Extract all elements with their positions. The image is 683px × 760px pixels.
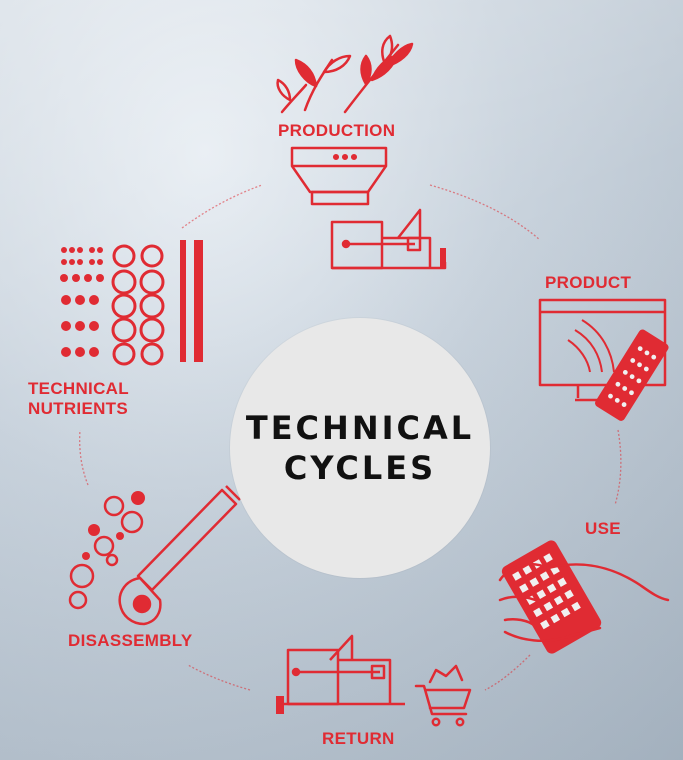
disassembly-parts-icon [68,491,145,610]
return-label: RETURN [322,729,395,748]
technical-nutrients-label-line2: NUTRIENTS [28,399,128,418]
production-label: PRODUCTION [278,121,396,140]
disassembly-label: DISASSEMBLY [68,631,193,650]
center-title-line1: TECHNICAL [245,409,475,447]
product-remote-icon [595,329,669,421]
center-title-line2: CYCLES [283,449,437,487]
return-cart-icon [414,664,472,727]
use-label: USE [585,519,621,538]
connector-return-disassembly [187,664,251,691]
product-tv-icon [538,298,667,402]
connector-use-return [484,654,531,691]
return-machine-icon [276,634,405,714]
center-circle: TECHNICAL CYCLES [230,318,490,578]
disassembly-wrench-icon [118,485,241,626]
product-label: PRODUCT [545,273,632,292]
connector-product-use [614,429,622,506]
use-hand-remote-icon [498,540,670,654]
cycle-connectors [79,184,622,691]
connector-disassembly-nutrients [79,429,89,486]
production-plant-icon [276,34,414,114]
technical-nutrients-grid-icon [60,240,203,366]
production-machine-icon [290,146,447,270]
connector-production-product [429,184,541,241]
connector-nutrients-production [181,184,263,229]
technical-nutrients-label-line1: TECHNICAL [28,379,129,398]
